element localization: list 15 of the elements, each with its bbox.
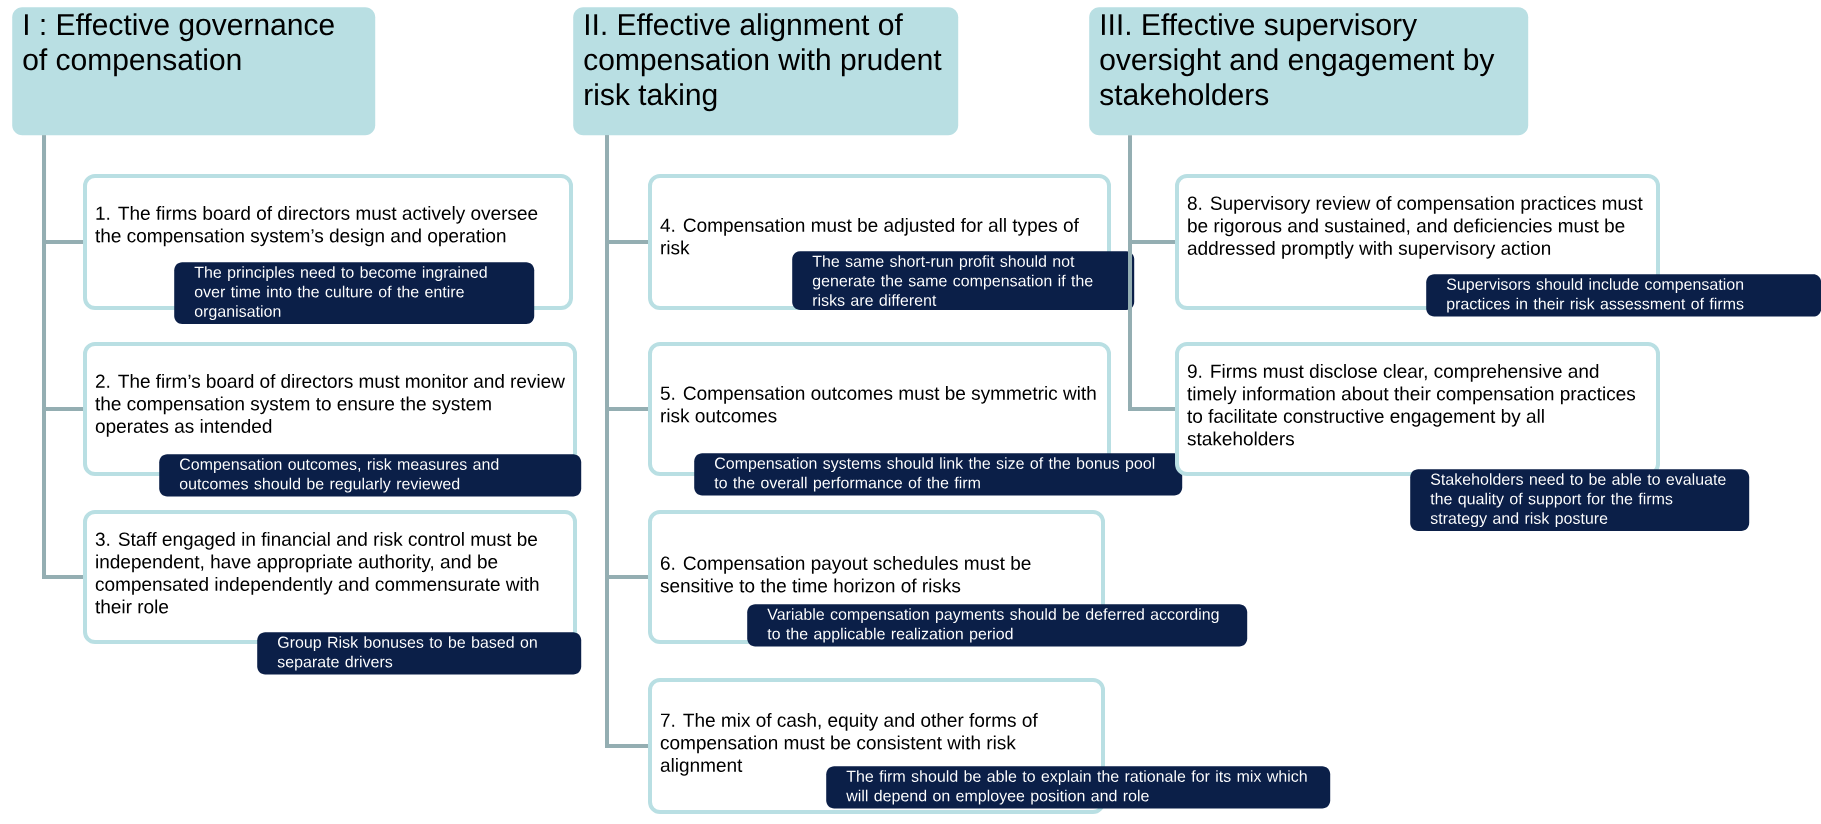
- note-callout: Stakeholders need to be able to evaluate the quality of support for the firms strategy and risk posture: [1410, 469, 1750, 532]
- note-callout: Group Risk bonuses to be based on separate drivers: [257, 632, 582, 675]
- note-callout: Compensation outcomes, risk measures and outcomes should be regularly reviewed: [159, 454, 582, 497]
- note-callout: The same short-run profit should not generate the same compensation if the risks are different: [792, 251, 1135, 310]
- note-callout: The firm should be able to explain the rationale for its mix which will depend on employee position and role: [826, 766, 1331, 809]
- connector-line: [42, 135, 83, 579]
- pillar-header: II. Effective alignment of compensation with prudent risk taking: [573, 7, 959, 136]
- connector-line: [605, 135, 648, 748]
- pillar-header: III. Effective supervisory oversight and engagement by stakeholders: [1089, 7, 1529, 136]
- note-callout: Variable compensation payments should be deferred according to the applicable realization period: [747, 604, 1248, 647]
- note-callout: Compensation systems should link the size of the bonus pool to the overall performance of the firm: [694, 453, 1183, 496]
- pillar-header: I : Effective governance of compensation: [12, 7, 376, 136]
- note-callout: The principles need to become ingrained over time into the culture of the entire organisation: [174, 262, 535, 325]
- connector-line: [1128, 135, 1175, 411]
- note-callout: Supervisors should include compensation practices in their risk assessment of firms: [1426, 274, 1821, 317]
